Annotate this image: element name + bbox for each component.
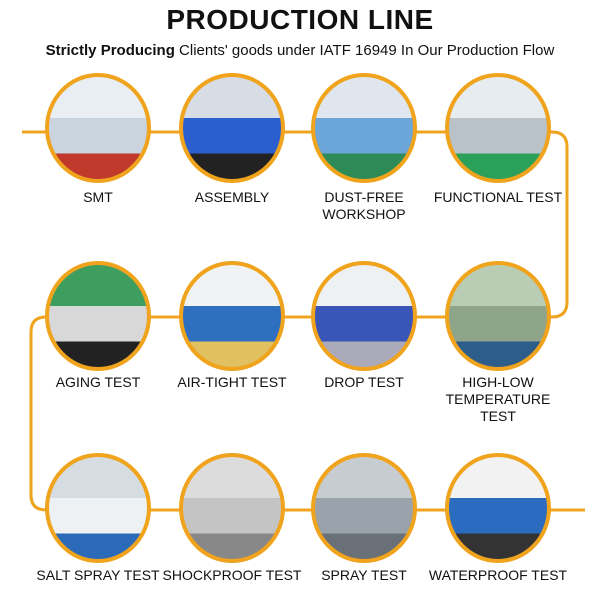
step-photo-air-tight-tester-photo — [179, 261, 285, 371]
step-photo-temperature-chamber-photo — [445, 261, 551, 371]
step-label: SPRAY TEST — [321, 567, 407, 583]
step-label: HIGH-LOW TEMPERATURE TEST — [445, 374, 551, 424]
page-title: PRODUCTION LINE — [166, 4, 434, 35]
subtitle-text: Clients' goods under IATF 16949 In Our P… — [174, 42, 555, 59]
step-label: WATERPROOF TEST — [428, 567, 568, 583]
step-label: SMT — [83, 189, 113, 205]
step-label: DUST-FREE WORKSHOP — [322, 189, 406, 222]
step-photo-drop-tester-photo — [311, 261, 417, 371]
step-label: FUNCTIONAL TEST — [433, 189, 563, 205]
step-label: AIR-TIGHT TEST — [177, 374, 287, 390]
step-photo-functional-test-photo — [445, 73, 551, 183]
step-photo-cleanroom-workers-photo — [311, 73, 417, 183]
page-subtitle: Strictly Producing Clients' goods under … — [0, 42, 600, 59]
step-label: SALT SPRAY TEST — [36, 567, 160, 583]
step-label: SHOCKPROOF TEST — [162, 567, 302, 583]
step-photo-vibration-table-photo — [179, 453, 285, 563]
step-label: AGING TEST — [55, 374, 141, 390]
step-label: ASSEMBLY — [194, 189, 270, 205]
step-photo-aging-racks-photo — [45, 261, 151, 371]
subtitle-bold: Strictly Producing — [45, 42, 175, 59]
step-photo-spray-chamber-photo — [311, 453, 417, 563]
step-photo-smt-machines-photo — [45, 73, 151, 183]
step-label: DROP TEST — [324, 374, 404, 390]
step-photo-assembly-line-photo — [179, 73, 285, 183]
step-photo-waterproof-tester-photo — [445, 453, 551, 563]
step-photo-salt-spray-chamber-photo — [45, 453, 151, 563]
